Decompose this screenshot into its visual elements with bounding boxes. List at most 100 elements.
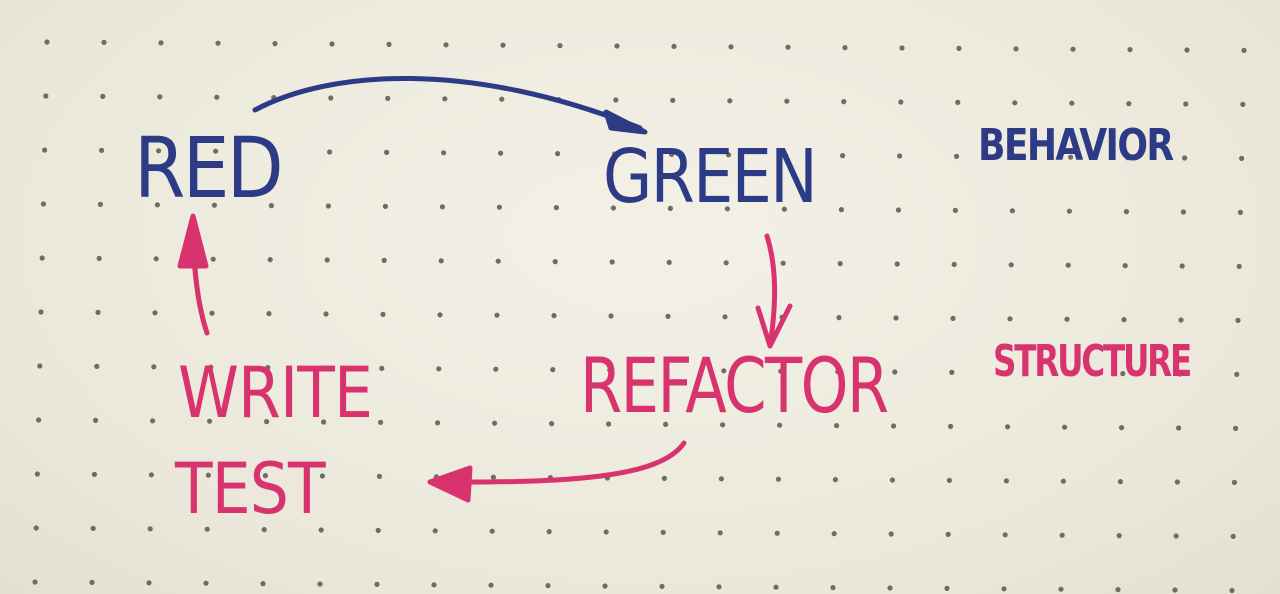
grid-dot <box>1231 479 1237 485</box>
grid-dot <box>956 45 962 52</box>
grid-dot <box>1174 479 1180 485</box>
grid-dot <box>1237 209 1243 215</box>
grid-dot <box>1068 154 1074 160</box>
grid-dot <box>948 423 954 429</box>
label-write: WRITE <box>178 352 373 434</box>
grid-dot <box>272 41 278 47</box>
grid-dot <box>321 419 327 425</box>
grid-dot <box>614 43 620 49</box>
label-green: GREEN <box>603 134 818 220</box>
grid-dot <box>97 201 103 207</box>
grid-dot <box>607 367 613 373</box>
grid-dot <box>100 93 106 99</box>
grid-dot <box>150 418 156 424</box>
grid-dot <box>268 203 274 209</box>
grid-dot <box>322 365 328 371</box>
grid-dot <box>1125 155 1131 161</box>
grid-dot <box>955 99 961 105</box>
grid-dot <box>603 529 609 535</box>
grid-dot <box>437 312 443 318</box>
grid-dot <box>1062 424 1068 430</box>
grid-dot <box>945 531 951 538</box>
grid-dot <box>494 312 500 318</box>
grid-dot <box>1123 209 1129 215</box>
label-red: RED <box>134 119 284 217</box>
grid-dot <box>669 151 675 157</box>
grid-dot <box>327 149 333 155</box>
grid-dot <box>664 367 670 373</box>
grid-dot <box>1070 46 1076 52</box>
label-test: TEST <box>175 448 326 530</box>
grid-dot <box>840 153 846 159</box>
arrow-write-test-to-red <box>177 213 210 336</box>
grid-dot <box>1012 100 1018 106</box>
grid-dot <box>773 584 779 590</box>
grid-dot <box>717 530 723 536</box>
grid-dot <box>214 94 220 100</box>
grid-dot <box>89 579 95 586</box>
grid-dot <box>325 203 331 209</box>
grid-dot <box>895 207 902 213</box>
grid-dot <box>381 257 387 263</box>
grid-dot <box>897 153 903 159</box>
grid-dot <box>436 366 442 372</box>
grid-dot <box>323 311 329 317</box>
grid-dot <box>1121 317 1127 323</box>
grid-dot <box>208 364 214 370</box>
grid-dot <box>838 207 845 213</box>
grid-dot <box>267 257 273 263</box>
grid-dot <box>720 422 726 428</box>
grid-dot <box>671 43 677 50</box>
grid-dot <box>204 526 210 532</box>
grid-dot <box>1066 208 1072 214</box>
grid-dot <box>889 477 896 483</box>
label-structure: STRUCTURE <box>993 336 1192 387</box>
arrow-red-to-green <box>252 75 648 135</box>
grid-dot <box>1178 317 1184 323</box>
grid-dot <box>724 206 731 212</box>
grid-dot <box>834 423 840 429</box>
grid-dot <box>727 98 733 104</box>
grid-dot <box>775 476 782 482</box>
grid-dot <box>898 99 904 105</box>
grid-dot <box>152 310 158 316</box>
grid-dot <box>1058 586 1064 592</box>
grid-dot <box>441 150 447 156</box>
grid-dot <box>496 204 502 210</box>
grid-dot <box>439 204 445 210</box>
grid-dot <box>38 309 44 315</box>
grid-dot <box>892 369 898 375</box>
grid-dot <box>602 583 608 589</box>
grid-dot <box>549 421 555 427</box>
grid-dot <box>893 315 899 321</box>
grid-dot <box>488 582 494 588</box>
grid-dot <box>659 583 665 590</box>
grid-dot <box>555 151 561 157</box>
grid-dot <box>1241 47 1247 54</box>
grid-dot <box>380 311 386 317</box>
grid-dot <box>385 95 391 101</box>
grid-dot <box>899 45 905 51</box>
grid-dot <box>608 313 614 319</box>
grid-dot <box>91 471 97 477</box>
grid-dot <box>1059 532 1065 538</box>
grid-dot <box>99 147 105 153</box>
grid-dot <box>148 472 154 478</box>
grid-dot <box>1177 371 1183 377</box>
grid-dot <box>550 367 556 373</box>
grid-dot <box>1065 262 1071 268</box>
grid-dot <box>1116 533 1122 539</box>
grid-dot <box>40 201 47 207</box>
grid-dot <box>722 314 728 320</box>
grid-dot <box>781 206 788 212</box>
grid-dot <box>1009 208 1016 214</box>
grid-dot <box>1006 370 1012 376</box>
grid-dot <box>1008 262 1014 268</box>
grid-dot <box>1005 424 1011 430</box>
grid-dot <box>1183 101 1189 107</box>
grid-dot <box>1117 479 1123 485</box>
grid-dot <box>154 202 160 208</box>
grid-dot <box>1239 155 1245 161</box>
grid-dot <box>39 255 45 261</box>
